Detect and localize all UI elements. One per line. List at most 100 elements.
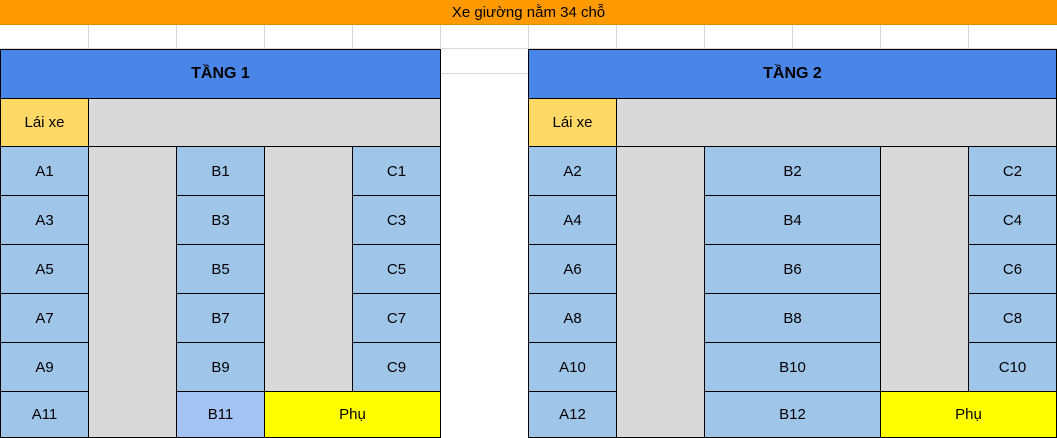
seat-c6[interactable]: C6 (968, 244, 1057, 294)
seat-label: B5 (211, 260, 230, 278)
seat-c7[interactable]: C7 (352, 293, 441, 343)
seat-label: B3 (211, 211, 230, 229)
seat-a8[interactable]: A8 (528, 293, 617, 343)
seat-label: A2 (563, 162, 582, 180)
seat-label: C3 (386, 211, 407, 229)
seat-label: B4 (783, 211, 802, 229)
gridline (704, 25, 705, 49)
seat-label: B8 (783, 309, 802, 327)
gridline (88, 25, 89, 49)
seat-b8[interactable]: B8 (704, 293, 881, 343)
seat-c8[interactable]: C8 (968, 293, 1057, 343)
gridline (352, 25, 353, 49)
seat-label: C6 (1002, 260, 1023, 278)
seat-label: A10 (559, 358, 586, 376)
seat-label: A6 (563, 260, 582, 278)
seat-label: B1 (211, 162, 230, 180)
gridline (440, 25, 441, 49)
seat-label: B9 (211, 358, 230, 376)
floor2-front-aisle (616, 98, 1057, 147)
seat-c9[interactable]: C9 (352, 342, 441, 392)
seat-label: B10 (779, 358, 806, 376)
seat-label: A8 (563, 309, 582, 327)
seat-label: A9 (35, 358, 54, 376)
floor1-aisle-left (88, 146, 177, 438)
seat-a5[interactable]: A5 (0, 244, 89, 294)
seat-a10[interactable]: A10 (528, 342, 617, 392)
gridline (968, 25, 969, 49)
seat-label: A5 (35, 260, 54, 278)
seat-label: C10 (998, 358, 1027, 376)
floor1-front-aisle (88, 98, 441, 147)
seat-label: B12 (779, 406, 806, 423)
floor2-driver-seat[interactable]: Lái xe (528, 98, 617, 147)
seat-b10[interactable]: B10 (704, 342, 881, 392)
seat-label: C8 (1002, 309, 1023, 327)
floor2-header: TẦNG 2 (528, 49, 1057, 99)
seat-label: B7 (211, 309, 230, 327)
seat-c4[interactable]: C4 (968, 195, 1057, 245)
seat-a9[interactable]: A9 (0, 342, 89, 392)
floor2-aisle-right (880, 146, 969, 392)
seat-label: A1 (35, 162, 54, 180)
seat-a11[interactable]: A11 (0, 391, 89, 438)
seat-label: C5 (386, 260, 407, 278)
seat-a7[interactable]: A7 (0, 293, 89, 343)
floor1-driver-seat[interactable]: Lái xe (0, 98, 89, 147)
seat-a12[interactable]: A12 (528, 391, 617, 438)
seat-label: A4 (563, 211, 582, 229)
gridline (176, 25, 177, 49)
seat-label: B6 (783, 260, 802, 278)
gridline (264, 25, 265, 49)
seat-b12[interactable]: B12 (704, 391, 881, 438)
seat-c2[interactable]: C2 (968, 146, 1057, 196)
seat-label: C7 (386, 309, 407, 327)
seat-b2[interactable]: B2 (704, 146, 881, 196)
seat-b9[interactable]: B9 (176, 342, 265, 392)
seat-a6[interactable]: A6 (528, 244, 617, 294)
floor1-header: TẦNG 1 (0, 49, 441, 99)
extra-label: Phụ (955, 406, 982, 423)
seat-c5[interactable]: C5 (352, 244, 441, 294)
gridline (440, 73, 528, 74)
seat-label: C9 (386, 358, 407, 376)
gridline (880, 25, 881, 49)
seat-a2[interactable]: A2 (528, 146, 617, 196)
seat-b7[interactable]: B7 (176, 293, 265, 343)
seat-b4[interactable]: B4 (704, 195, 881, 245)
seat-label: C2 (1002, 162, 1023, 180)
seat-label: A3 (35, 211, 54, 229)
seat-label: B2 (783, 162, 802, 180)
seat-b1[interactable]: B1 (176, 146, 265, 196)
floor2-header-label: TẦNG 2 (763, 65, 822, 82)
seat-b6[interactable]: B6 (704, 244, 881, 294)
gridline (528, 25, 529, 49)
seat-c10[interactable]: C10 (968, 342, 1057, 392)
gridline (792, 25, 793, 49)
seat-label: B11 (207, 406, 234, 423)
seat-label: A12 (559, 406, 586, 423)
floor1-driver-label: Lái xe (24, 114, 65, 131)
seat-label: C1 (386, 162, 407, 180)
seat-c3[interactable]: C3 (352, 195, 441, 245)
floor2-driver-label: Lái xe (552, 114, 593, 131)
seat-a4[interactable]: A4 (528, 195, 617, 245)
floor1-aisle-right (264, 146, 353, 392)
seat-b5[interactable]: B5 (176, 244, 265, 294)
seat-c1[interactable]: C1 (352, 146, 441, 196)
extra-label: Phụ (339, 406, 366, 423)
seat-a1[interactable]: A1 (0, 146, 89, 196)
seat-a3[interactable]: A3 (0, 195, 89, 245)
seat-b3[interactable]: B3 (176, 195, 265, 245)
floor2-aisle-left (616, 146, 705, 438)
floor1-header-label: TẦNG 1 (191, 65, 250, 82)
seat-label: A7 (35, 309, 54, 327)
floor2-extra-bed[interactable]: Phụ (880, 391, 1057, 438)
sheet-title: Xe giường nằm 34 chỗ (451, 3, 606, 21)
seat-label: A11 (31, 406, 58, 423)
seat-label: C4 (1002, 211, 1023, 229)
seat-b11[interactable]: B11 (176, 391, 265, 438)
gridline (616, 25, 617, 49)
floor1-extra-bed[interactable]: Phụ (264, 391, 441, 438)
sheet-title-banner: Xe giường nằm 34 chỗ (0, 0, 1057, 25)
